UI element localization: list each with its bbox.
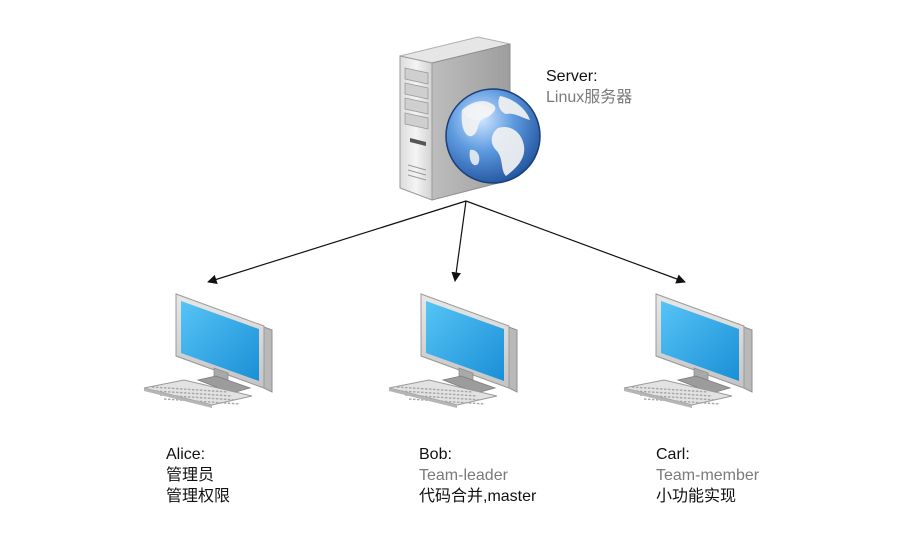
connection-arrows bbox=[207, 200, 686, 284]
bob-label: Bob: Team-leader 代码合并,master bbox=[419, 444, 536, 507]
alice-computer-icon bbox=[143, 293, 273, 408]
bob-computer-icon bbox=[388, 293, 518, 408]
carl-name: Carl: bbox=[656, 446, 690, 463]
carl-duty: 小功能实现 bbox=[656, 488, 737, 505]
client-computers bbox=[143, 293, 753, 408]
arrow-to-carl bbox=[465, 200, 686, 284]
server-globe-icon bbox=[399, 36, 541, 201]
bob-duty: 代码合并,master bbox=[419, 488, 537, 505]
server-name: Server: bbox=[546, 68, 598, 85]
bob-role: Team-leader bbox=[419, 467, 508, 484]
carl-role: Team-member bbox=[656, 467, 760, 484]
server-detail: Linux服务器 bbox=[546, 89, 633, 106]
alice-permission: 管理权限 bbox=[166, 488, 231, 505]
bob-name: Bob: bbox=[419, 446, 452, 463]
arrow-to-bob bbox=[451, 200, 467, 282]
alice-name: Alice: bbox=[166, 446, 206, 463]
server-label: Server: Linux服务器 bbox=[546, 66, 632, 108]
alice-role: 管理员 bbox=[166, 467, 215, 484]
alice-label: Alice: 管理员 管理权限 bbox=[166, 444, 230, 507]
arrow-to-alice bbox=[207, 200, 467, 284]
carl-computer-icon bbox=[623, 293, 753, 408]
carl-label: Carl: Team-member 小功能实现 bbox=[656, 444, 759, 507]
